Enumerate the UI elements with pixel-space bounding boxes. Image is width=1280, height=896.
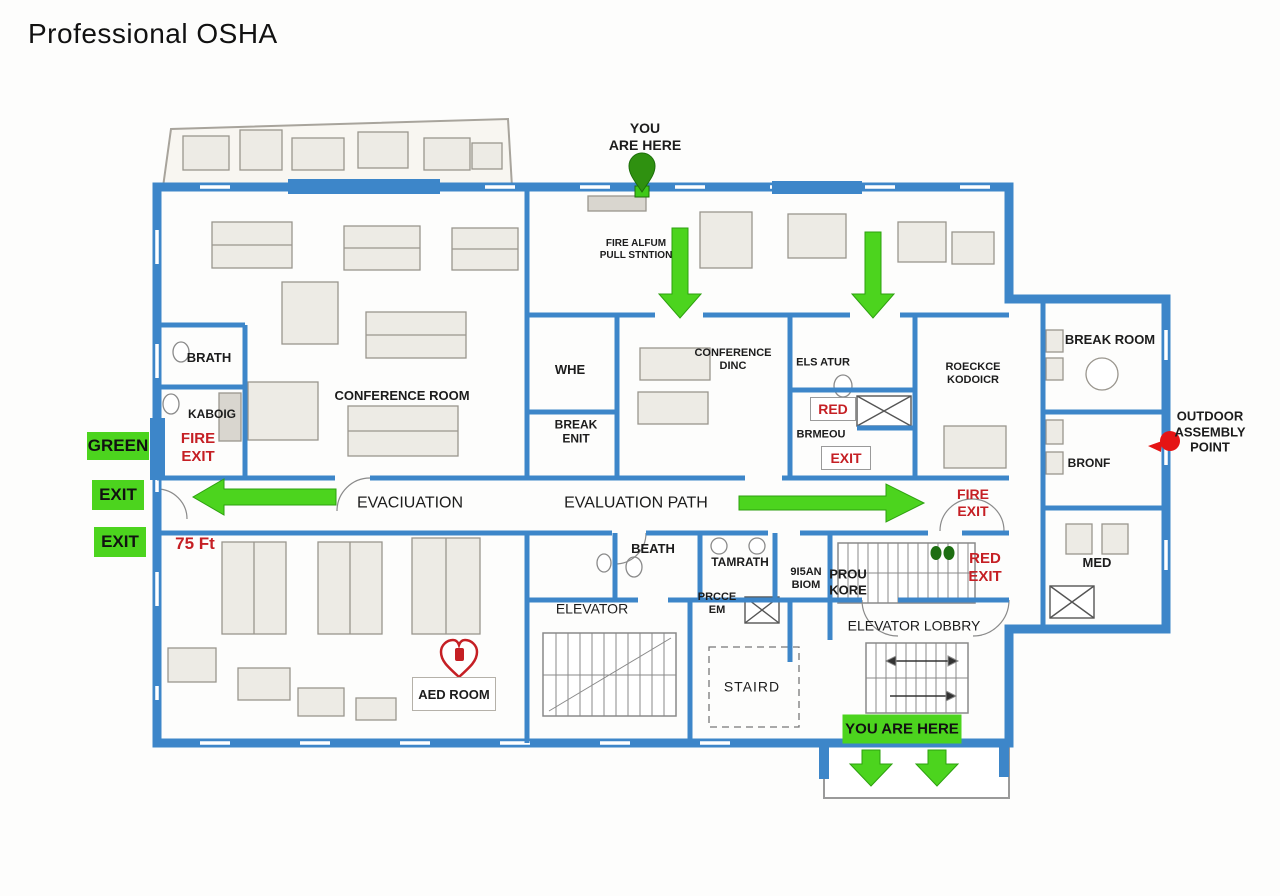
room-label-beath: BEATH (631, 541, 675, 557)
room-label-prou-kore: PROU KORE (829, 566, 867, 597)
evacuation-label: EVACIUATION (356, 494, 464, 512)
room-label-brath: BRATH (186, 350, 232, 366)
distance-label: 75 Ft (175, 533, 215, 553)
room-label-conference-room: CONFERENCE ROOM (334, 388, 470, 404)
you-are-here-bottom-badge: YOU ARE HERE (842, 714, 962, 744)
assembly-point-label: OUTDOOR ASSEMBLY POINT (1174, 408, 1246, 455)
page-title: Professional OSHA (28, 18, 278, 49)
walls (150, 179, 1171, 748)
room-label-kaboig: KABOIG (188, 406, 236, 421)
room-label-roeckce: ROECKCE KODOICR (945, 360, 1001, 386)
room-label-med: MED (1082, 555, 1112, 571)
evaluation-path-label: EVALUATION PATH (564, 494, 708, 512)
room-label-elevator-lobby: ELEVATOR LOBBRY (847, 617, 981, 634)
stair-extension (819, 744, 1010, 799)
exit-box-label: EXIT (821, 446, 871, 470)
bottom-down-arrow-1-icon (848, 749, 894, 787)
room-label-aed-room: AED ROOM (412, 677, 496, 711)
stairs-central (542, 632, 677, 717)
right-arrow-icon (738, 483, 926, 523)
bottom-down-arrow-2-icon (914, 749, 960, 787)
room-label-tamrath: TAMRATH (711, 554, 769, 569)
room-label-els-atur: ELS ATUR (796, 356, 850, 369)
room-label-prcce-em: PRCCE EM (697, 590, 737, 616)
room-label-conference-dinc: CONFERENCE DINC (694, 346, 772, 372)
red-box-label: RED (810, 397, 856, 421)
room-label-break-enit: BREAK ENIT (554, 417, 598, 446)
room-label-elevator: ELEVATOR (555, 600, 629, 617)
stair-green-dots-icon (930, 546, 955, 560)
staird-dashed-area (708, 646, 800, 728)
evacuation-arrows (192, 227, 960, 787)
fire-exit-left-label: FIRE EXIT (180, 430, 216, 465)
assembly-point-pin-icon (1148, 431, 1180, 452)
fire-exit-right-label: FIRE EXIT (957, 486, 989, 519)
room-label-break-room: BREAK ROOM (1064, 332, 1156, 348)
red-exit-label: RED EXIT (968, 550, 1002, 585)
fire-alarm-note: FIRE ALFUM PULL STNTION (599, 238, 673, 261)
exit-badge-lower: EXIT (94, 527, 146, 557)
exit-badge-upper: EXIT (92, 480, 144, 510)
left-arrow-icon (192, 478, 337, 516)
room-label-staird: STAIRD (723, 678, 781, 695)
room-label-brmeou: BRMEOU (796, 428, 846, 441)
room-label-bronf: BRONF (1067, 455, 1111, 470)
door-arcs (156, 477, 1010, 637)
you-are-here-pin-icon (628, 152, 656, 198)
you-are-here-top-label: YOU ARE HERE (608, 120, 682, 153)
room-label-whe: WHE (554, 362, 586, 378)
stairs-lobby (865, 642, 969, 714)
room-label-bisan-bom: 9I5AN BIOM (790, 565, 822, 591)
down-arrow-left-icon (657, 227, 703, 319)
aed-heart-icon (439, 638, 479, 679)
furniture (167, 129, 1129, 721)
green-badge: GREEN (87, 432, 149, 460)
down-arrow-right-icon (850, 231, 896, 319)
